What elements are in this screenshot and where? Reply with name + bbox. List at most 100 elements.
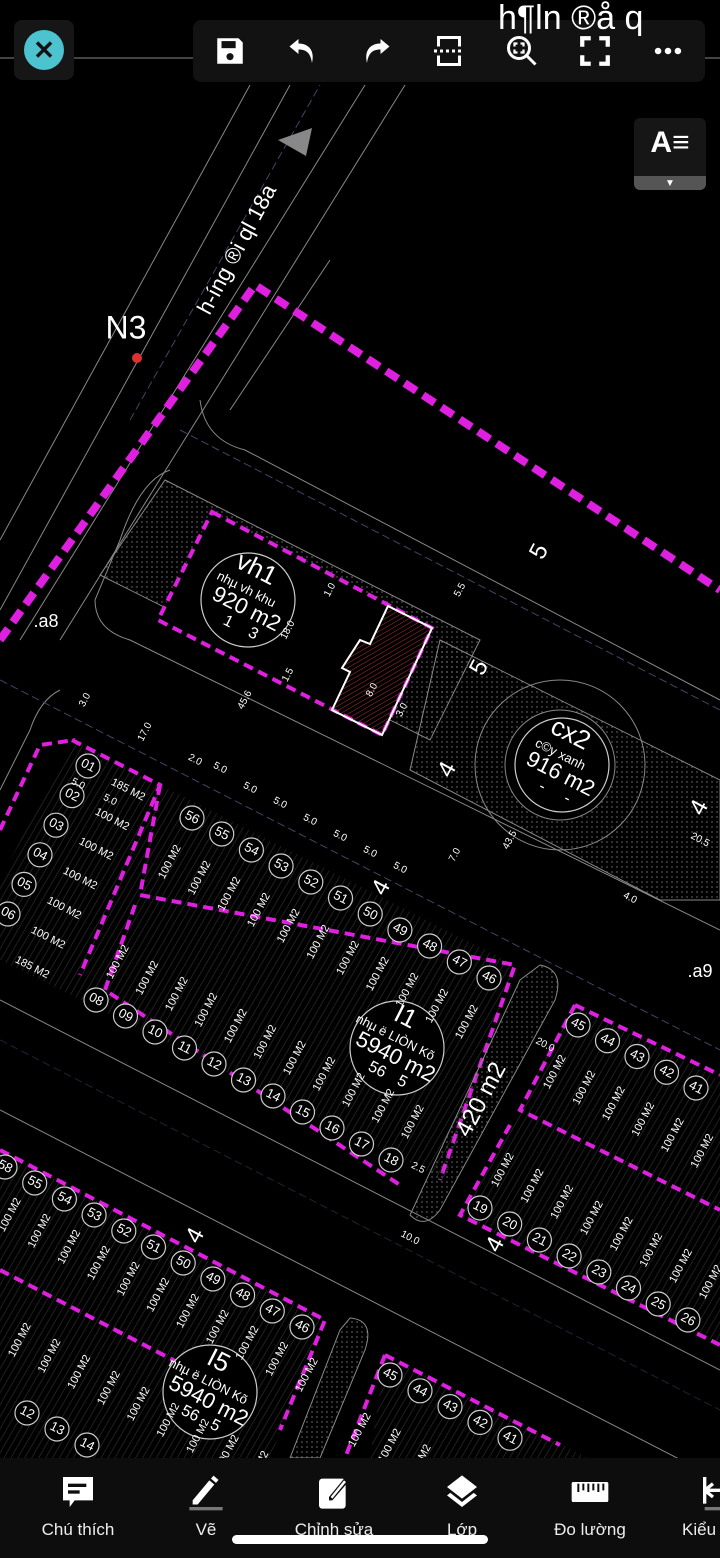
comment-icon xyxy=(63,1477,93,1507)
lot-number: 52 xyxy=(114,1220,134,1240)
zoom-extents-icon xyxy=(507,36,537,66)
top-toolbar xyxy=(193,20,705,82)
lot-number: 13 xyxy=(48,1418,68,1438)
lot-number: 49 xyxy=(204,1268,224,1288)
lot-number: 42 xyxy=(471,1411,491,1431)
lot-number: 44 xyxy=(411,1380,431,1400)
dimension-label: 5.0 xyxy=(301,812,319,828)
split-view-button[interactable] xyxy=(424,26,474,76)
lot-number-marker xyxy=(230,1282,256,1308)
lot-number: 46 xyxy=(480,967,500,987)
n3-point-marker[interactable] xyxy=(132,353,142,363)
lot-number-marker xyxy=(594,1028,621,1054)
lot-number-marker xyxy=(171,1035,198,1061)
nav-measure-label: Đo lường xyxy=(554,1520,626,1539)
nav-layers-label: Lớp xyxy=(446,1520,478,1539)
lot-number-marker xyxy=(0,1154,18,1180)
lot-number-marker xyxy=(112,1003,139,1029)
lot-number: 49 xyxy=(391,919,411,939)
lot-number: 01 xyxy=(79,755,99,775)
home-indicator xyxy=(232,1535,488,1544)
lot-number-marker xyxy=(75,753,101,779)
nav-draw-label: Vẽ xyxy=(195,1520,217,1539)
text-style-button[interactable]: A≡ ▼ xyxy=(634,118,706,190)
lot-number-marker xyxy=(74,1432,100,1458)
zoom-extents-button[interactable] xyxy=(497,26,547,76)
save-button[interactable] xyxy=(205,26,255,76)
lot-number: 15 xyxy=(293,1101,313,1121)
lot-number-marker xyxy=(260,1083,286,1109)
site-boundary xyxy=(0,279,720,643)
lot-number-marker xyxy=(43,812,69,838)
lot-number: 23 xyxy=(589,1261,609,1281)
lot-number-marker xyxy=(51,1186,78,1212)
lot-number: 55 xyxy=(25,1172,45,1192)
lot-number-marker xyxy=(653,1059,680,1085)
lot-number-marker xyxy=(22,1170,48,1196)
side-label: .a8 xyxy=(33,611,58,631)
lot-number-marker xyxy=(259,1298,285,1324)
road-lines xyxy=(0,84,720,1481)
lot-number-marker xyxy=(357,901,383,927)
lot-number-marker xyxy=(140,1234,167,1260)
lot-number-marker xyxy=(59,782,85,809)
lot-number: 09 xyxy=(116,1005,136,1025)
lot-number-marker xyxy=(407,1378,433,1404)
lot-number-marker xyxy=(624,1043,650,1070)
lot-number: 03 xyxy=(47,814,67,834)
lot-number-marker xyxy=(586,1259,612,1285)
lot-number: 18 xyxy=(382,1149,402,1169)
lot-number: 06 xyxy=(0,903,18,923)
lot-number: 48 xyxy=(233,1284,253,1304)
redo-button[interactable] xyxy=(351,26,401,76)
nav-dimension-style-label: Kiểu xyxy=(682,1520,717,1539)
fullscreen-button[interactable] xyxy=(570,26,620,76)
close-icon: ✕ xyxy=(24,30,64,70)
nav-layers[interactable]: Lớp xyxy=(402,1472,522,1540)
dimension-label: 10.0 xyxy=(399,1229,422,1248)
edit-icon xyxy=(319,1478,349,1509)
lot-number: 54 xyxy=(55,1188,75,1208)
lot-number: 02 xyxy=(63,785,83,805)
lot-number: 54 xyxy=(242,839,262,859)
nav-annotation[interactable]: Chú thích xyxy=(18,1472,138,1540)
lot-number: 12 xyxy=(18,1402,38,1422)
close-button[interactable]: ✕ xyxy=(14,20,74,80)
drawing-overlay-text: h¶ln ®å q xyxy=(498,0,644,37)
lot-number: 41 xyxy=(501,1427,521,1447)
lot-area-label: 100 M2 xyxy=(346,1411,374,1449)
nav-edit[interactable]: Chỉnh sửa xyxy=(274,1472,394,1540)
dimension-label: 5.5 xyxy=(452,581,468,599)
nav-dimension-style[interactable]: Kiểu xyxy=(660,1472,720,1540)
lot-number-marker xyxy=(200,1266,226,1292)
lot-number-marker xyxy=(289,1099,316,1125)
nav-edit-label: Chỉnh sửa xyxy=(294,1520,374,1539)
nav-draw[interactable]: Vẽ xyxy=(146,1472,266,1540)
fullscreen-icon xyxy=(580,36,611,66)
zone-label-circle xyxy=(200,552,296,648)
undo-button[interactable] xyxy=(278,26,328,76)
lot-number: 16 xyxy=(323,1117,343,1137)
lot-number-marker xyxy=(526,1227,553,1253)
lot-number: 51 xyxy=(331,887,351,907)
lot-number: 04 xyxy=(31,844,51,864)
lot-number: 14 xyxy=(264,1085,284,1105)
lot-number-marker xyxy=(348,1131,375,1157)
lot-number-marker xyxy=(446,949,472,975)
lot-number: 13 xyxy=(234,1069,254,1089)
lot-number-marker xyxy=(476,965,502,991)
lot-number-marker xyxy=(437,1393,463,1420)
lot-number-marker xyxy=(11,871,37,898)
lot-number: 50 xyxy=(361,903,381,923)
nav-measure[interactable]: Đo lường xyxy=(530,1472,650,1540)
lot-number-marker xyxy=(170,1250,196,1276)
dimension-label: 5.0 xyxy=(241,780,259,796)
lot-number: 14 xyxy=(78,1434,98,1454)
lot-number: 24 xyxy=(619,1277,639,1297)
road-label: h-íng ®i ql 18a xyxy=(192,179,282,318)
lot-number-marker xyxy=(230,1067,257,1093)
lot-number-marker xyxy=(467,1195,493,1221)
lot-number-marker xyxy=(497,1425,523,1451)
more-button[interactable] xyxy=(643,26,693,76)
